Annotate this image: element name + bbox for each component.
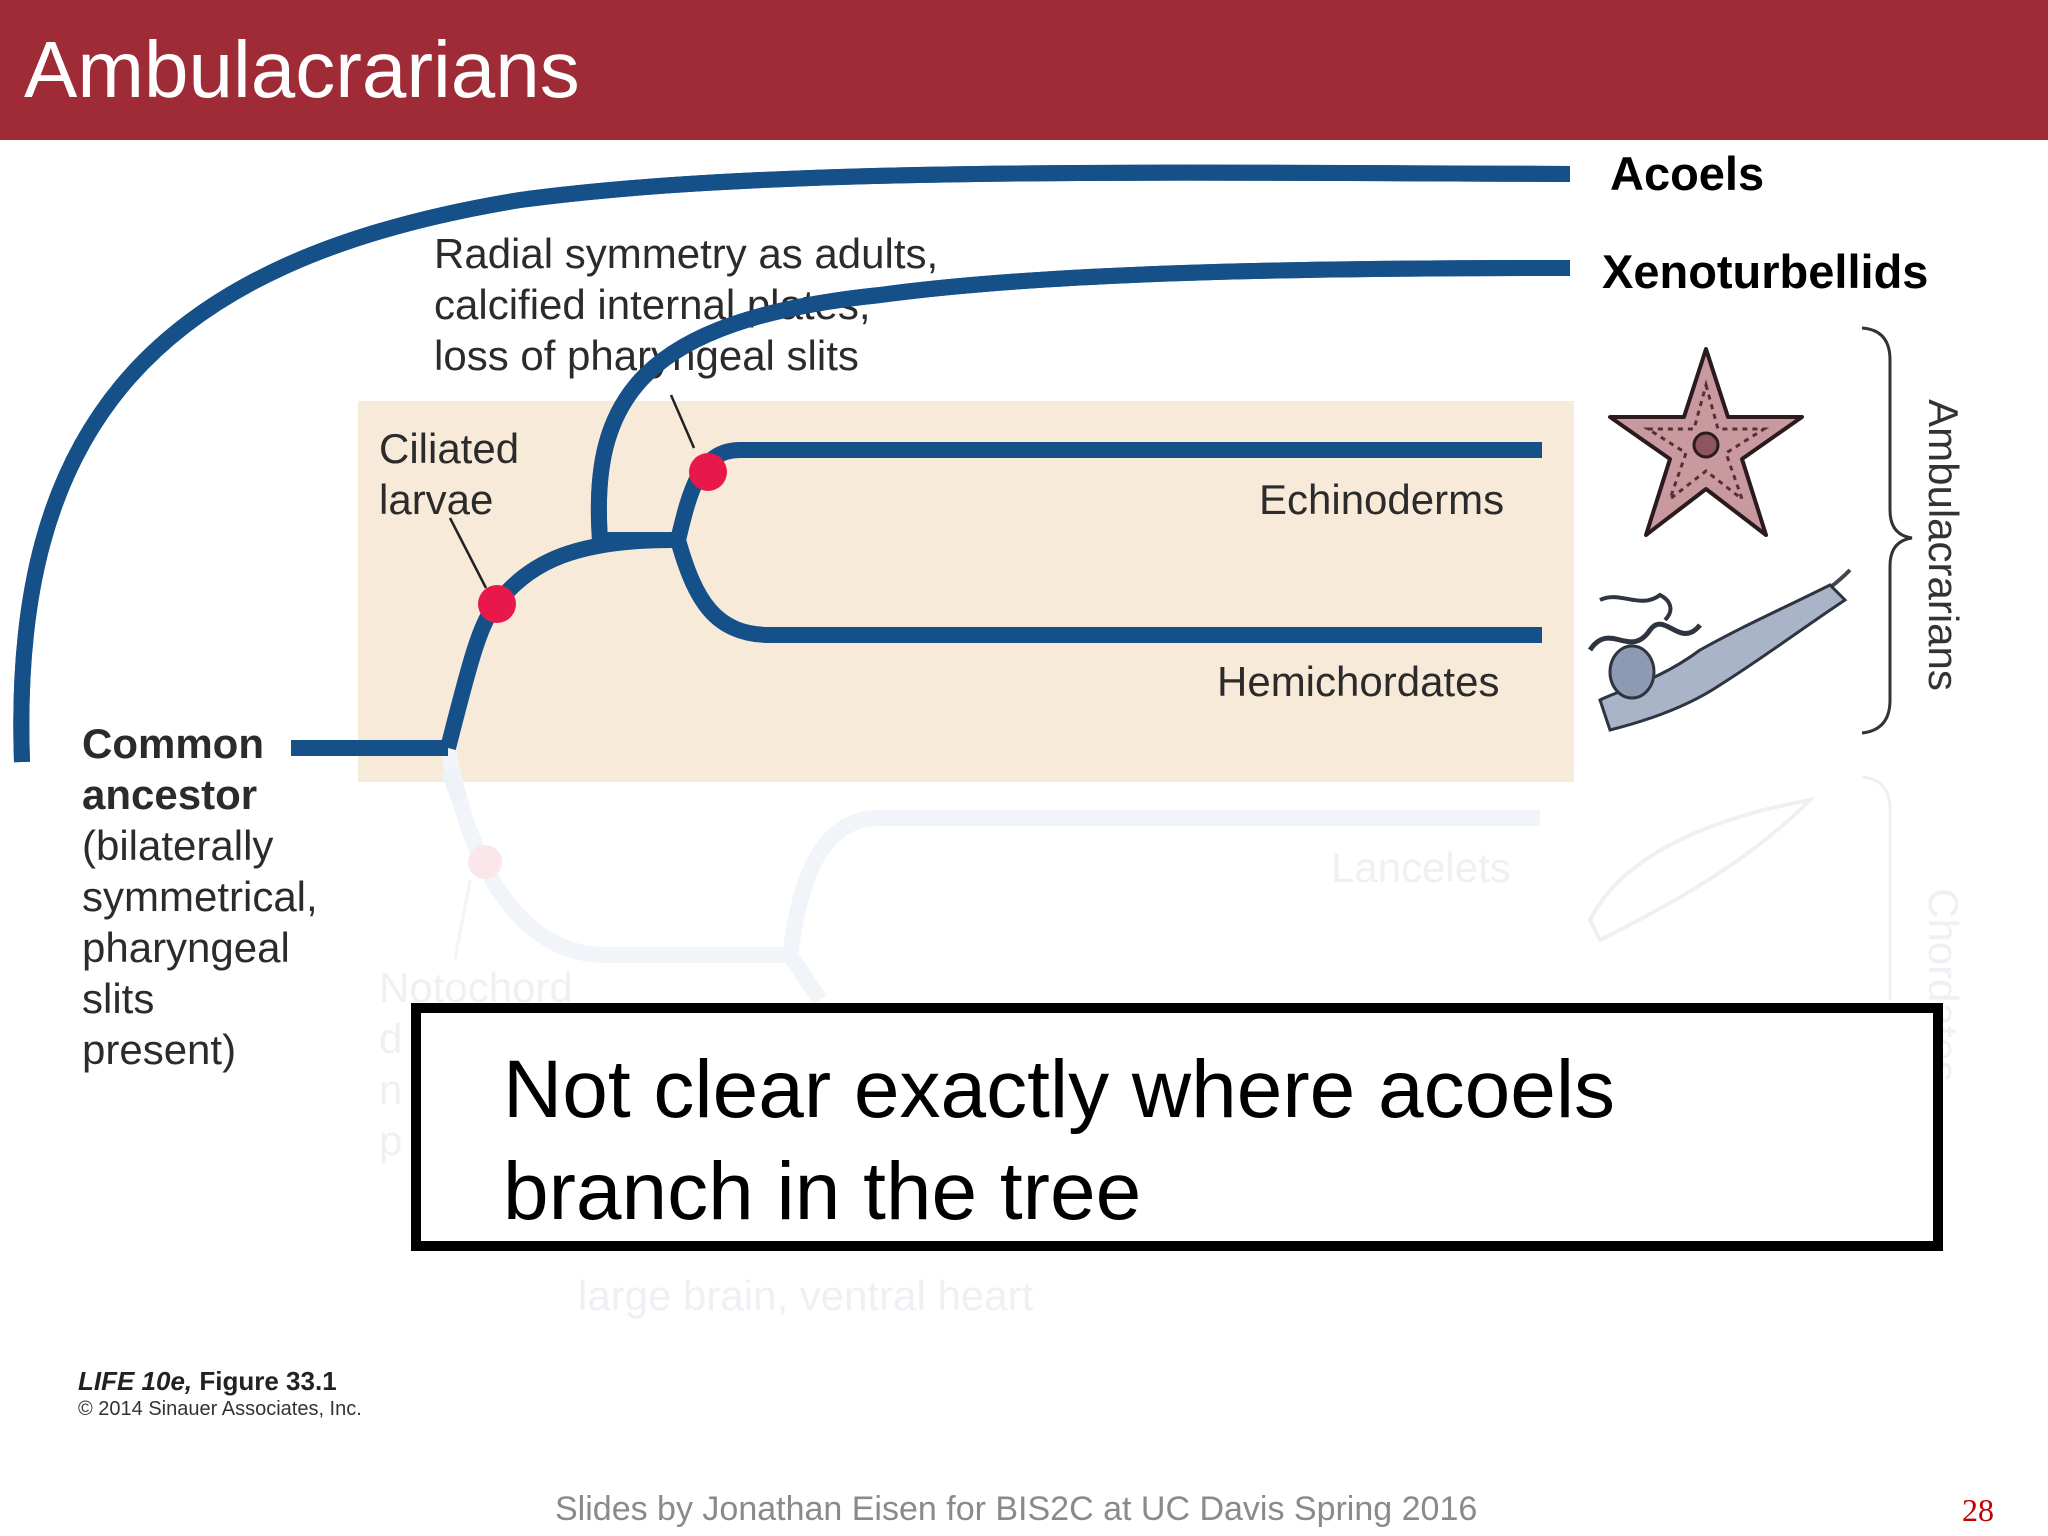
starfish-illustration [1608, 347, 1804, 537]
slide-footer: Slides by Jonathan Eisen for BIS2C at UC… [555, 1490, 1478, 1528]
ciliated-larvae-node [478, 585, 516, 623]
trait-ciliated-larvae: Ciliated larvae [379, 425, 520, 523]
copyright-notice: © 2014 Sinauer Associates, Inc. [78, 1398, 362, 1420]
taxon-echinoderms: Echinoderms [1259, 476, 1505, 523]
slide-title: Ambulacrarians [24, 25, 580, 114]
callout-text: Not clear exactly where acoels branch in… [503, 1044, 1616, 1237]
title-bar: Ambulacrarians [0, 0, 2048, 140]
taxon-hemichordates: Hemichordates [1217, 658, 1500, 705]
figure-credit: LIFE 10e, Figure 33.1 [78, 1366, 337, 1396]
radial-symmetry-node [689, 453, 727, 491]
callout-box: Not clear exactly where acoels branch in… [411, 1003, 1943, 1251]
chordates-bracket-fragment [1861, 775, 1892, 1000]
common-ancestor-label: Common ancestor (bilaterally symmetrical… [82, 720, 318, 1073]
faded-notochord-pointer [453, 879, 472, 961]
ciliated-pointer-line [448, 517, 488, 589]
radial-pointer-line [669, 394, 696, 449]
faded-stem-continuation [440, 767, 468, 803]
lancelet-illustration [1587, 796, 1816, 943]
taxon-acoels: Acoels [1610, 147, 1765, 200]
taxon-lancelets: Lancelets [1331, 844, 1511, 891]
hemichordates-branch [670, 537, 1542, 643]
ambulacrarian-highlight [358, 401, 1574, 782]
ambulacrarians-bracket [1861, 326, 1913, 735]
faded-notochord-node [468, 845, 502, 879]
trait-large-brain: large brain, ventral heart [578, 1272, 1034, 1319]
taxon-xenoturbellids: Xenoturbellids [1602, 245, 1929, 298]
acorn-worm-illustration [1587, 568, 1852, 732]
page-number: 28 [1962, 1492, 1994, 1528]
